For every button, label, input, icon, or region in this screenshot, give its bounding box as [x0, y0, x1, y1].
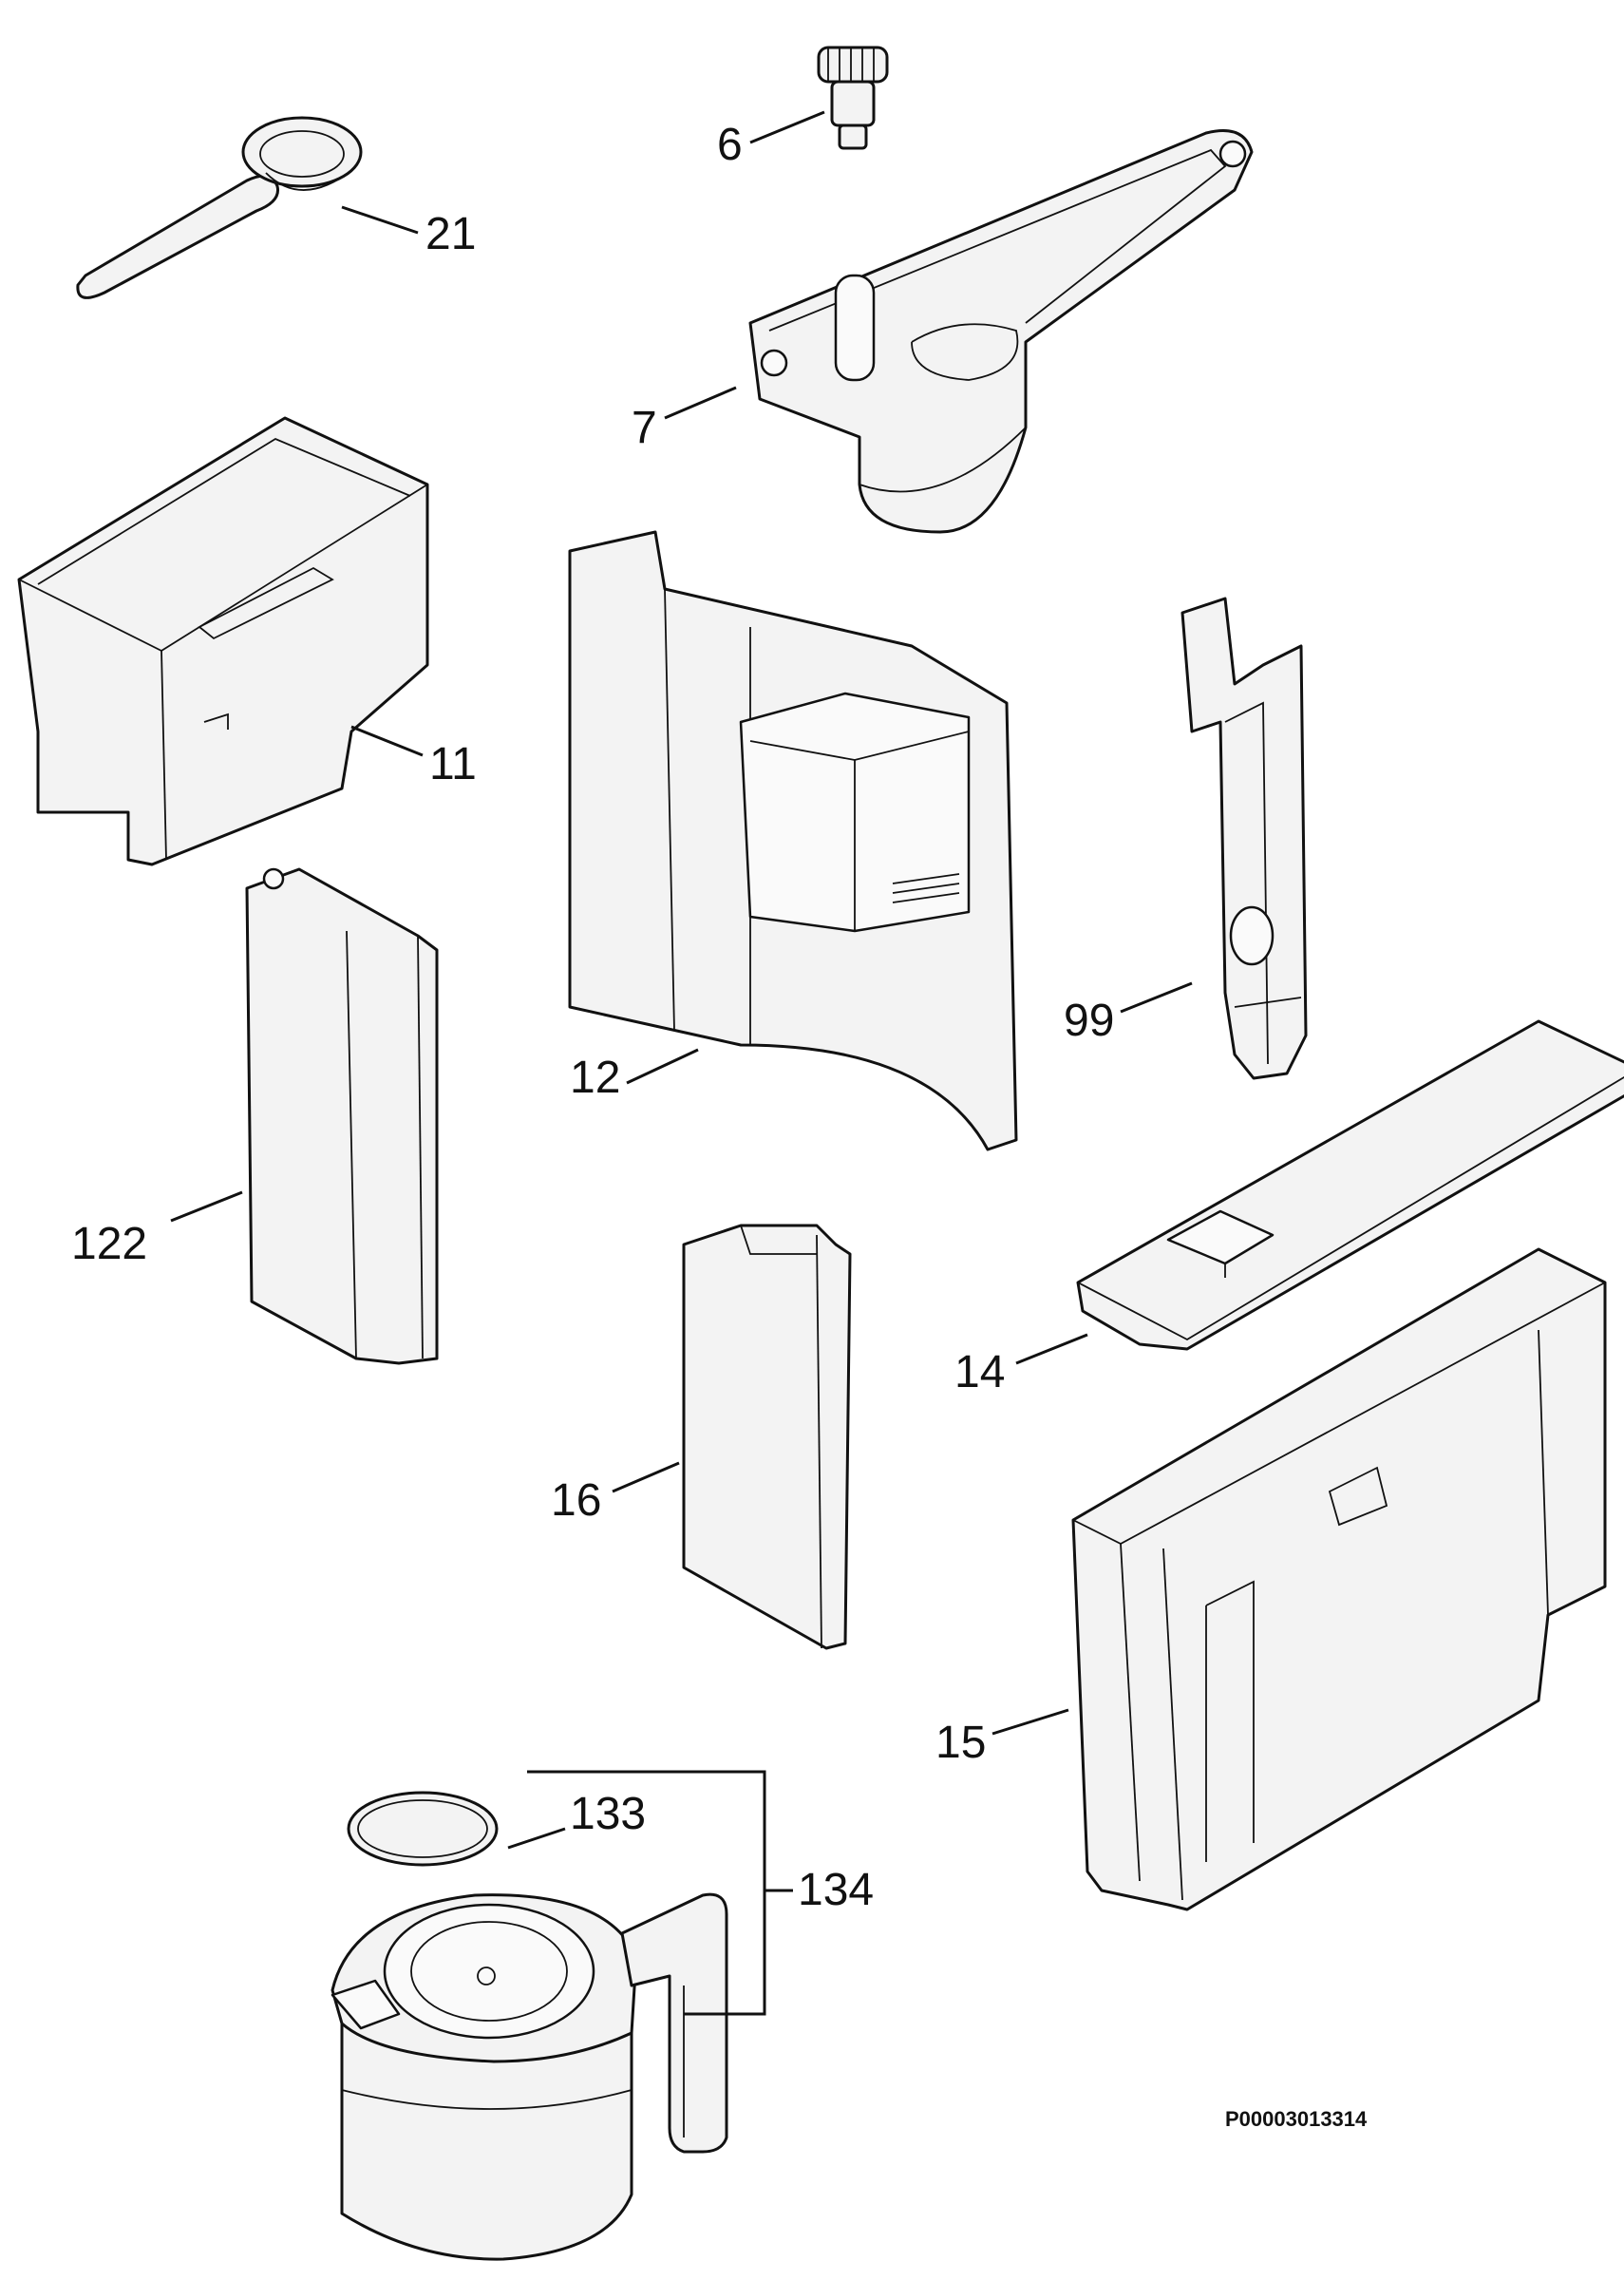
- leader-14: [1015, 1333, 1088, 1365]
- label-15: 15: [935, 1718, 986, 1768]
- part-16-front-cover: [682, 1224, 852, 1650]
- part-14-tank-lid: [1076, 1019, 1624, 1351]
- leader-99: [1120, 981, 1193, 1014]
- part-7-hopper-tray: [748, 129, 1254, 534]
- label-6: 6: [717, 120, 743, 170]
- part-15-water-tank: [1071, 1247, 1607, 1911]
- label-133: 133: [570, 1789, 646, 1839]
- leader-15: [991, 1708, 1069, 1736]
- part-6-knob: [817, 46, 889, 150]
- leader-133: [507, 1827, 566, 1850]
- leader-6: [749, 110, 825, 144]
- part-11-container: [17, 416, 429, 866]
- part-134-carafe: [330, 1892, 728, 2261]
- label-16: 16: [551, 1475, 601, 1526]
- leader-11: [350, 725, 424, 757]
- part-122-side-cover: [245, 867, 439, 1365]
- leader-16: [612, 1461, 680, 1493]
- part-21-measuring-spoon: [76, 116, 363, 299]
- part-12-front-housing: [568, 530, 1018, 1151]
- label-7: 7: [632, 403, 657, 453]
- leader-21: [341, 205, 419, 235]
- leader-12: [626, 1048, 699, 1085]
- label-99: 99: [1064, 996, 1114, 1046]
- label-21: 21: [425, 209, 476, 259]
- part-99-side-rail: [1180, 597, 1308, 1080]
- part-133-gasket: [347, 1791, 499, 1867]
- label-12: 12: [570, 1053, 620, 1103]
- label-11: 11: [429, 739, 477, 789]
- leader-lines: [170, 110, 1193, 2016]
- label-134: 134: [798, 1865, 874, 1915]
- label-122: 122: [71, 1219, 147, 1269]
- part-labels: 6 21 7 11 12 99 122 14 16 15 133 134 P00…: [71, 120, 1368, 2131]
- bracket-134: [527, 1770, 766, 2016]
- leader-122: [170, 1190, 243, 1223]
- drawing-code: P00003013314: [1225, 2107, 1368, 2131]
- leader-7: [664, 386, 737, 420]
- label-14: 14: [954, 1347, 1005, 1397]
